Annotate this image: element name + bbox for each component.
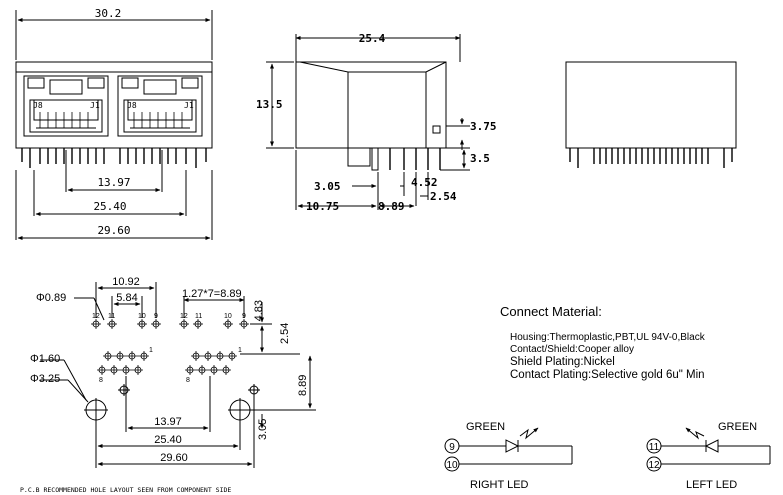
side-dim-e: 8.89 bbox=[378, 200, 405, 213]
pcb-offset-c: 8.89 bbox=[297, 375, 309, 396]
material-title: Connect Material: bbox=[500, 304, 602, 319]
pin-label-8-right: 8 bbox=[186, 377, 190, 384]
side-shield-tab: 3.75 bbox=[470, 120, 497, 133]
pcb-hole-small: Φ0.89 bbox=[36, 292, 66, 304]
pcb-pitch-label: 1.27*7=8.89 bbox=[182, 288, 242, 300]
pcb-hole-large: Φ3.25 bbox=[30, 373, 60, 385]
jack-label-j8-right: J8 bbox=[127, 101, 137, 110]
material-line-3: Shield Plating:Nickel bbox=[510, 356, 615, 368]
pin-label-10-left: 10 bbox=[138, 313, 146, 320]
right-led-label: RIGHT LED bbox=[470, 479, 529, 491]
pin-label-1-left: 1 bbox=[149, 347, 153, 354]
pcb-span-mid: 25.40 bbox=[154, 434, 182, 446]
front-span-mid: 25.40 bbox=[93, 200, 126, 213]
jack-label-j1-left: J1 bbox=[90, 101, 100, 110]
jack-label-j1-right: J1 bbox=[184, 101, 194, 110]
side-pin-length: 3.5 bbox=[470, 152, 490, 165]
front-view bbox=[15, 10, 213, 240]
side-view bbox=[266, 34, 470, 210]
front-overall-width: 30.2 bbox=[95, 7, 122, 20]
material-line-1: Housing:Thermoplastic,PBT,UL 94V-0,Black bbox=[510, 332, 706, 343]
pcb-span-inner: 13.97 bbox=[154, 416, 182, 428]
pcb-top-gap: 5.84 bbox=[116, 292, 137, 304]
pin-label-8-left: 8 bbox=[99, 377, 103, 384]
side-dim-a: 3.05 bbox=[314, 180, 341, 193]
pcb-caption: P.C.B RECOMMENDED HOLE LAYOUT SEEN FROM … bbox=[20, 486, 231, 494]
left-led-schematic bbox=[646, 427, 771, 472]
left-led-label: LEFT LED bbox=[686, 479, 737, 491]
pin-label-10-right: 10 bbox=[224, 313, 232, 320]
side-dim-b: 4.52 bbox=[411, 176, 438, 189]
right-led-schematic bbox=[444, 427, 573, 472]
front-span-inner: 13.97 bbox=[97, 176, 130, 189]
pin-label-1-right: 1 bbox=[238, 347, 242, 354]
pcb-top-span: 10.92 bbox=[112, 276, 140, 288]
material-line-4: Contact Plating:Selective gold 6u" Min bbox=[510, 369, 705, 381]
pin-label-12-left: 12 bbox=[92, 313, 100, 320]
side-height: 13.5 bbox=[256, 98, 283, 111]
pin-label-11-right: 11 bbox=[195, 313, 202, 320]
pcb-layout bbox=[40, 282, 316, 468]
right-led-color: GREEN bbox=[466, 421, 505, 433]
pcb-offset-a: 4.83 bbox=[253, 300, 265, 321]
jack-label-j8-left: J8 bbox=[33, 101, 43, 110]
pin-label-9-left: 9 bbox=[154, 313, 158, 320]
front-span-outer: 29.60 bbox=[97, 224, 130, 237]
right-led-pin-bottom: 10 bbox=[446, 460, 458, 471]
left-led-color: GREEN bbox=[718, 421, 757, 433]
back-view bbox=[565, 61, 737, 168]
pcb-hole-mid: Φ1.60 bbox=[30, 353, 60, 365]
pcb-span-outer: 29.60 bbox=[160, 452, 188, 464]
pin-label-12-right: 12 bbox=[180, 313, 188, 320]
right-led-pin-top: 9 bbox=[449, 442, 455, 453]
pcb-offset-d: 3.05 bbox=[257, 419, 269, 440]
pin-label-9-right: 9 bbox=[242, 313, 246, 320]
left-led-pin-bottom: 12 bbox=[648, 460, 660, 471]
side-dim-d: 10.75 bbox=[306, 200, 339, 213]
side-dim-c: 2.54 bbox=[430, 190, 457, 203]
material-line-2: Contact/Shield:Cooper alloy bbox=[510, 344, 634, 355]
pcb-offset-b: 2.54 bbox=[279, 323, 291, 344]
pin-label-11-left: 11 bbox=[108, 313, 115, 320]
left-led-pin-top: 11 bbox=[649, 442, 660, 453]
side-length: 25.4 bbox=[359, 32, 386, 45]
